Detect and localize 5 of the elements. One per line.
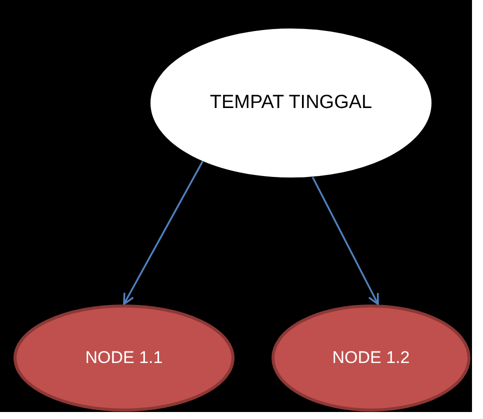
- node-label: NODE 1.2: [332, 348, 410, 368]
- arrow: [312, 176, 379, 306]
- arrow: [123, 160, 204, 305]
- node-label: TEMPAT TINGGAL: [210, 92, 372, 114]
- node-label: NODE 1.1: [85, 348, 163, 368]
